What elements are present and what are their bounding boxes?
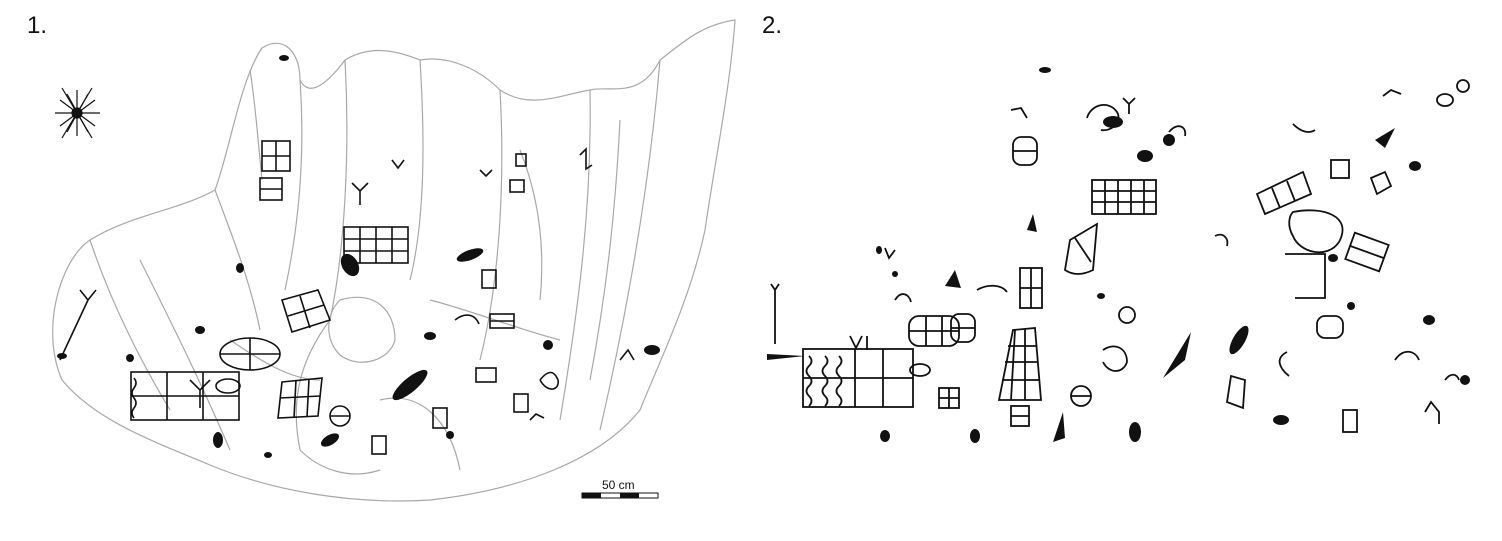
petroglyph-filled-shapes bbox=[57, 55, 660, 458]
panel-1-rock-tracing: 1. bbox=[0, 0, 745, 541]
petroglyph-figures bbox=[59, 140, 635, 455]
panel-2-label: 2. bbox=[762, 12, 783, 39]
rock-surface-drawing bbox=[52, 19, 736, 502]
panel-2-motif-tracing: 2. bbox=[745, 0, 1502, 541]
scale-bar-label: 50 cm bbox=[602, 478, 635, 492]
scale-bar bbox=[581, 492, 659, 499]
petroglyph-motifs bbox=[770, 79, 1470, 433]
compass-rose-icon bbox=[55, 87, 100, 139]
motif-drawing bbox=[767, 67, 1470, 443]
rock-outline bbox=[52, 19, 736, 502]
petroglyph-filled-motifs bbox=[767, 67, 1470, 443]
panel-1-label: 1. bbox=[27, 12, 48, 39]
